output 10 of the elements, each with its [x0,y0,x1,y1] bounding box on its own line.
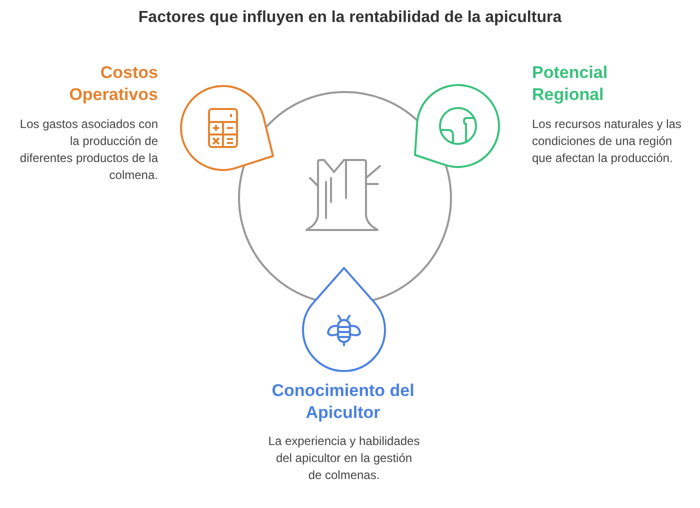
factor-heading: Potencial Regional [532,62,609,106]
teardrop-shape [413,83,501,169]
factor-heading: Costos Operativos [68,62,158,106]
factor-description: Los gastos asociados con la producción de diferentes productos de la colmena. [18,116,158,184]
factor-heading: Conocimiento del Apicultor [270,380,416,424]
teardrop-shape [179,84,275,172]
factor-description: Los recursos naturales y las condiciones de una región que afectan la producción. [532,116,682,167]
diagram-title: Factores que influyen en la rentabilidad de la apicultura [137,9,563,27]
teardrop-shape [301,266,387,373]
factor-description: La experiencia y habilidades del apicultor en la gestión de colmenas. [268,433,420,484]
